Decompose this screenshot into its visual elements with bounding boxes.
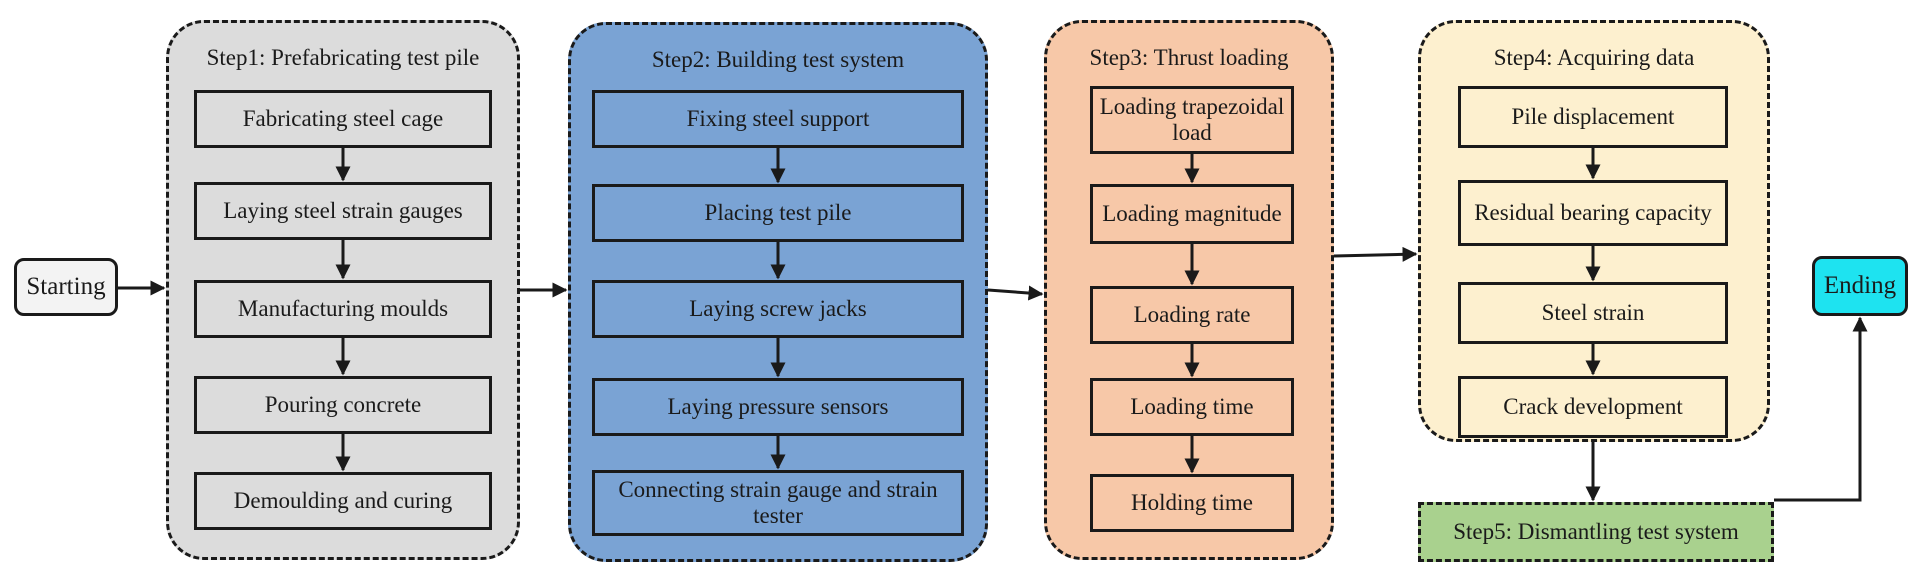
- step1-box-pouring-concrete: Pouring concrete: [194, 376, 492, 434]
- step1-box-manufacturing-moulds: Manufacturing moulds: [194, 280, 492, 338]
- step2-box-fixing-steel-support: Fixing steel support: [592, 90, 964, 148]
- step1-box-fabricating-steel-cage: Fabricating steel cage: [194, 90, 492, 148]
- starting-label: Starting: [26, 273, 106, 300]
- arrow-step3-to-step4: [1333, 246, 1418, 262]
- step3-box-loading-trapezoidal-load: Loading trapezoidal load: [1090, 86, 1294, 154]
- step5-box-dismantling-test-system: Step5: Dismantling test system: [1418, 502, 1774, 562]
- step1-title: Step1: Prefabricating test pile: [206, 45, 480, 70]
- step3-title: Step3: Thrust loading: [1089, 45, 1289, 70]
- arrow-step2-to-step3: [987, 285, 1044, 301]
- step3-box-loading-rate: Loading rate: [1090, 286, 1294, 344]
- starting-node: Starting: [14, 258, 118, 316]
- step4-box-crack-development: Crack development: [1458, 376, 1728, 438]
- step4-title: Step4: Acquiring data: [1493, 45, 1695, 70]
- step4-box-steel-strain: Steel strain: [1458, 282, 1728, 344]
- arrow-step5-to-ending: [1774, 316, 1868, 502]
- step4-box-pile-displacement: Pile displacement: [1458, 86, 1728, 148]
- step3-box-loading-magnitude: Loading magnitude: [1090, 184, 1294, 244]
- step2-box-laying-screw-jacks: Laying screw jacks: [592, 280, 964, 338]
- step2-box-connecting-strain-gauge: Connecting strain gauge and strain teste…: [592, 470, 964, 536]
- ending-node: Ending: [1812, 256, 1908, 316]
- step2-title: Step2: Building test system: [651, 47, 905, 72]
- step2-box-laying-pressure-sensors: Laying pressure sensors: [592, 378, 964, 436]
- step3-box-holding-time: Holding time: [1090, 474, 1294, 532]
- step4-box-residual-bearing-capacity: Residual bearing capacity: [1458, 180, 1728, 246]
- step1-box-demoulding-and-curing: Demoulding and curing: [194, 472, 492, 530]
- step3-box-loading-time: Loading time: [1090, 378, 1294, 436]
- ending-label: Ending: [1823, 272, 1897, 299]
- step2-box-placing-test-pile: Placing test pile: [592, 184, 964, 242]
- step1-box-laying-steel-strain-gauges: Laying steel strain gauges: [194, 182, 492, 240]
